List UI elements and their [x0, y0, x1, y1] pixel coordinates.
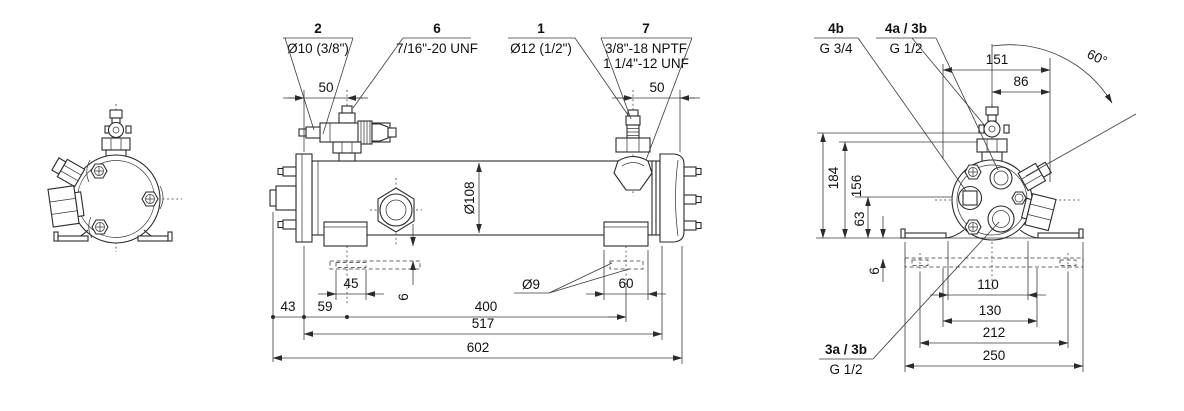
main-side-view — [269, 90, 702, 304]
dim-156: 156 — [849, 175, 864, 198]
callout-item-7: 7 3/8"-18 NPTF 1 1/4"-12 UNF — [600, 21, 693, 161]
callout-6-spec: 7/16"-20 UNF — [396, 41, 478, 56]
callout-2-id: 2 — [314, 21, 322, 36]
drain-valve-assembly — [298, 90, 397, 162]
callout-item-3a-3b: 3a / 3b G 1/2 — [819, 221, 1000, 377]
main-view-callouts: 2 Ø10 (3/8") 6 7/16"-20 UNF 1 Ø12 (1/2")… — [283, 21, 693, 161]
dim-6-end: 6 — [867, 267, 882, 275]
left-view-angled-fitting — [51, 157, 86, 188]
right-view-feet — [816, 228, 1084, 272]
dim-60deg: 60° — [1085, 46, 1110, 68]
dim-110: 110 — [977, 277, 999, 292]
dim-184: 184 — [826, 166, 841, 189]
callout-7-spec1: 3/8"-18 NPTF — [605, 41, 687, 56]
dim-50-left: 50 — [318, 80, 333, 95]
left-view-vent-valve — [101, 109, 132, 159]
mounting-feet-side — [323, 221, 649, 304]
callout-1-spec: Ø12 (1/2") — [510, 41, 572, 56]
left-view-feet — [53, 229, 173, 242]
dim-59: 59 — [317, 299, 332, 314]
callout-4b-id: 4b — [828, 21, 844, 36]
right-view-cap-nut — [1020, 193, 1057, 232]
callout-1-id: 1 — [537, 21, 545, 36]
dim-212: 212 — [983, 325, 1006, 340]
callout-item-4b: 4b G 3/4 — [814, 21, 967, 192]
right-view-cover-bolts — [964, 164, 1027, 235]
right-view-square-plug — [957, 185, 983, 211]
callout-item-6: 6 7/16"-20 UNF — [352, 21, 478, 109]
dim-130: 130 — [979, 303, 1002, 318]
dim-517: 517 — [472, 316, 495, 331]
dim-63: 63 — [852, 211, 867, 226]
shell-hex-plug — [370, 178, 422, 246]
callout-3a3b-id: 3a / 3b — [825, 342, 867, 357]
callout-4a3b-spec: G 1/2 — [889, 41, 922, 56]
dim-602: 602 — [467, 340, 490, 355]
dim-86: 86 — [1013, 74, 1028, 89]
dim-6-side: 6 — [396, 293, 411, 301]
dim-9-slot: Ø9 — [522, 277, 540, 292]
left-flange — [269, 153, 313, 243]
main-view-dimensions: 50 50 Ø108 45 6 43 59 400 51 — [271, 80, 700, 364]
dim-250: 250 — [983, 348, 1006, 363]
callout-3a3b-spec: G 1/2 — [829, 362, 862, 377]
right-end-view — [816, 104, 1084, 290]
right-view-bottom-port — [987, 205, 1015, 233]
callout-7-spec2: 1 1/4"-12 UNF — [603, 56, 689, 71]
right-view-angled-fitting — [1017, 161, 1053, 192]
left-view-cap-nut — [47, 185, 85, 228]
left-view-cover-bolts — [86, 159, 164, 239]
anode-fitting-assembly — [613, 90, 653, 196]
right-view-valve — [976, 106, 1010, 162]
callout-4b-spec: G 3/4 — [819, 41, 853, 56]
shell-body — [311, 160, 661, 236]
callout-item-2: 2 Ø10 (3/8") — [283, 21, 354, 135]
left-end-view — [47, 104, 182, 252]
callout-7-id: 7 — [642, 21, 650, 36]
dim-151: 151 — [986, 52, 1009, 67]
dim-50-right: 50 — [649, 80, 664, 95]
dim-45: 45 — [343, 276, 358, 291]
callout-item-4a-3b: 4a / 3b G 1/2 — [876, 21, 999, 171]
callout-6-id: 6 — [433, 21, 441, 36]
dim-43: 43 — [280, 299, 295, 314]
callout-4a3b-id: 4a / 3b — [885, 21, 927, 36]
dim-108: Ø108 — [462, 181, 477, 214]
dim-400: 400 — [475, 299, 498, 314]
right-view-top-port — [989, 166, 1013, 190]
right-end-cap — [659, 153, 702, 243]
right-view-callouts: 4b G 3/4 4a / 3b G 1/2 3a / 3b G 1/2 — [814, 21, 1000, 377]
callout-item-1: 1 Ø12 (1/2") — [508, 21, 629, 116]
right-view-dimensions: 151 86 60° 184 156 63 6 110 130 — [817, 44, 1137, 372]
callout-2-spec: Ø10 (3/8") — [287, 41, 349, 56]
dim-60-foot: 60 — [618, 276, 633, 291]
